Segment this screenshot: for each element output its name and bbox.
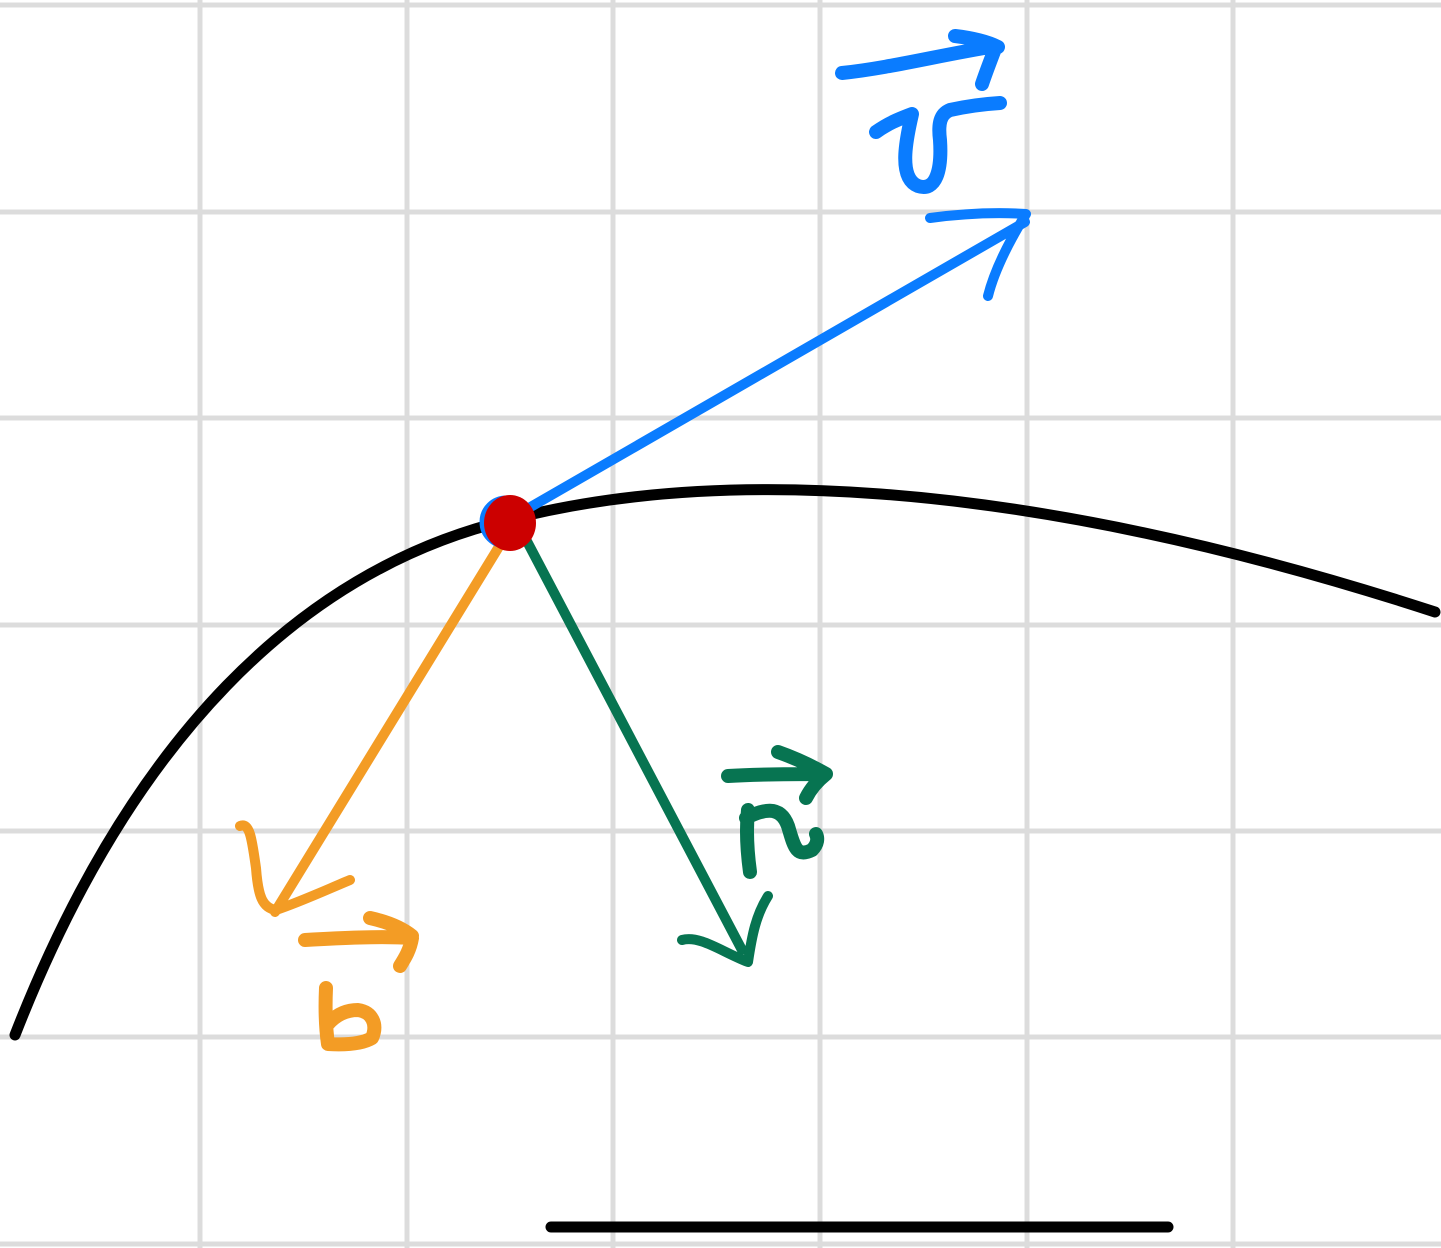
point-on-curve: [479, 495, 536, 551]
normal-vector: [515, 523, 773, 967]
normal-vector-arrowhead: [677, 891, 773, 967]
normal-vector-shaft: [515, 523, 747, 955]
velocity-vector-shaft: [503, 217, 1030, 525]
point-marker: [484, 495, 536, 551]
label-b: b: [298, 911, 419, 1052]
label-n: n: [721, 745, 833, 879]
binormal-vector-arrowhead: [235, 820, 355, 915]
label-v: v: [835, 29, 1007, 194]
binormal-vector-shaft: [270, 540, 505, 917]
label-n-letter: [739, 803, 825, 879]
label-v-arrow-icon: [835, 29, 1005, 91]
binormal-vector: [235, 540, 505, 917]
label-n-arrow-icon: [721, 745, 833, 805]
velocity-vector-arrowhead: [925, 208, 1031, 301]
velocity-vector: [503, 208, 1031, 525]
label-b-letter: [318, 981, 382, 1052]
label-v-letter: [869, 96, 1007, 194]
label-b-arrow-icon: [298, 911, 419, 973]
